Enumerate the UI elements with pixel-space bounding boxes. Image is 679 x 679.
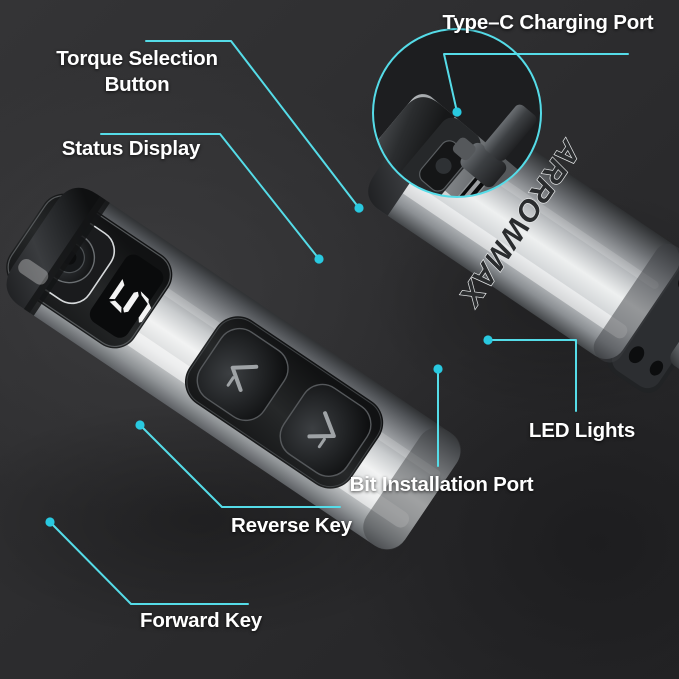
callout-line-reverse-key — [135, 420, 341, 508]
forward-key-button — [279, 383, 372, 477]
label-torque-selection-button: Torque Selection Button — [56, 47, 218, 96]
label-bit-installation-port: Bit Installation Port — [349, 473, 534, 496]
status-display-digit — [109, 278, 152, 323]
reverse-key-button — [196, 327, 289, 422]
callout-line-status-display — [100, 133, 324, 264]
label-reverse-key: Reverse Key — [231, 514, 352, 537]
callout-line-forward-key — [45, 517, 249, 605]
callout-line-type-c-charging-port — [443, 53, 629, 117]
status-display-window — [89, 254, 164, 338]
label-led-lights: LED Lights — [528, 419, 636, 442]
callout-line-bit-installation-port — [433, 364, 443, 467]
led-light-hole-left — [628, 346, 645, 364]
label-forward-key: Forward Key — [140, 609, 262, 632]
callout-line-torque-selection-button — [145, 40, 364, 213]
label-type-c-charging-port: Type–C Charging Port — [442, 11, 654, 34]
screwdriver-front — [6, 187, 462, 551]
bit-holder-assembly — [607, 251, 679, 393]
callout-line-led-lights — [483, 335, 577, 412]
label-status-display: Status Display — [61, 137, 201, 160]
